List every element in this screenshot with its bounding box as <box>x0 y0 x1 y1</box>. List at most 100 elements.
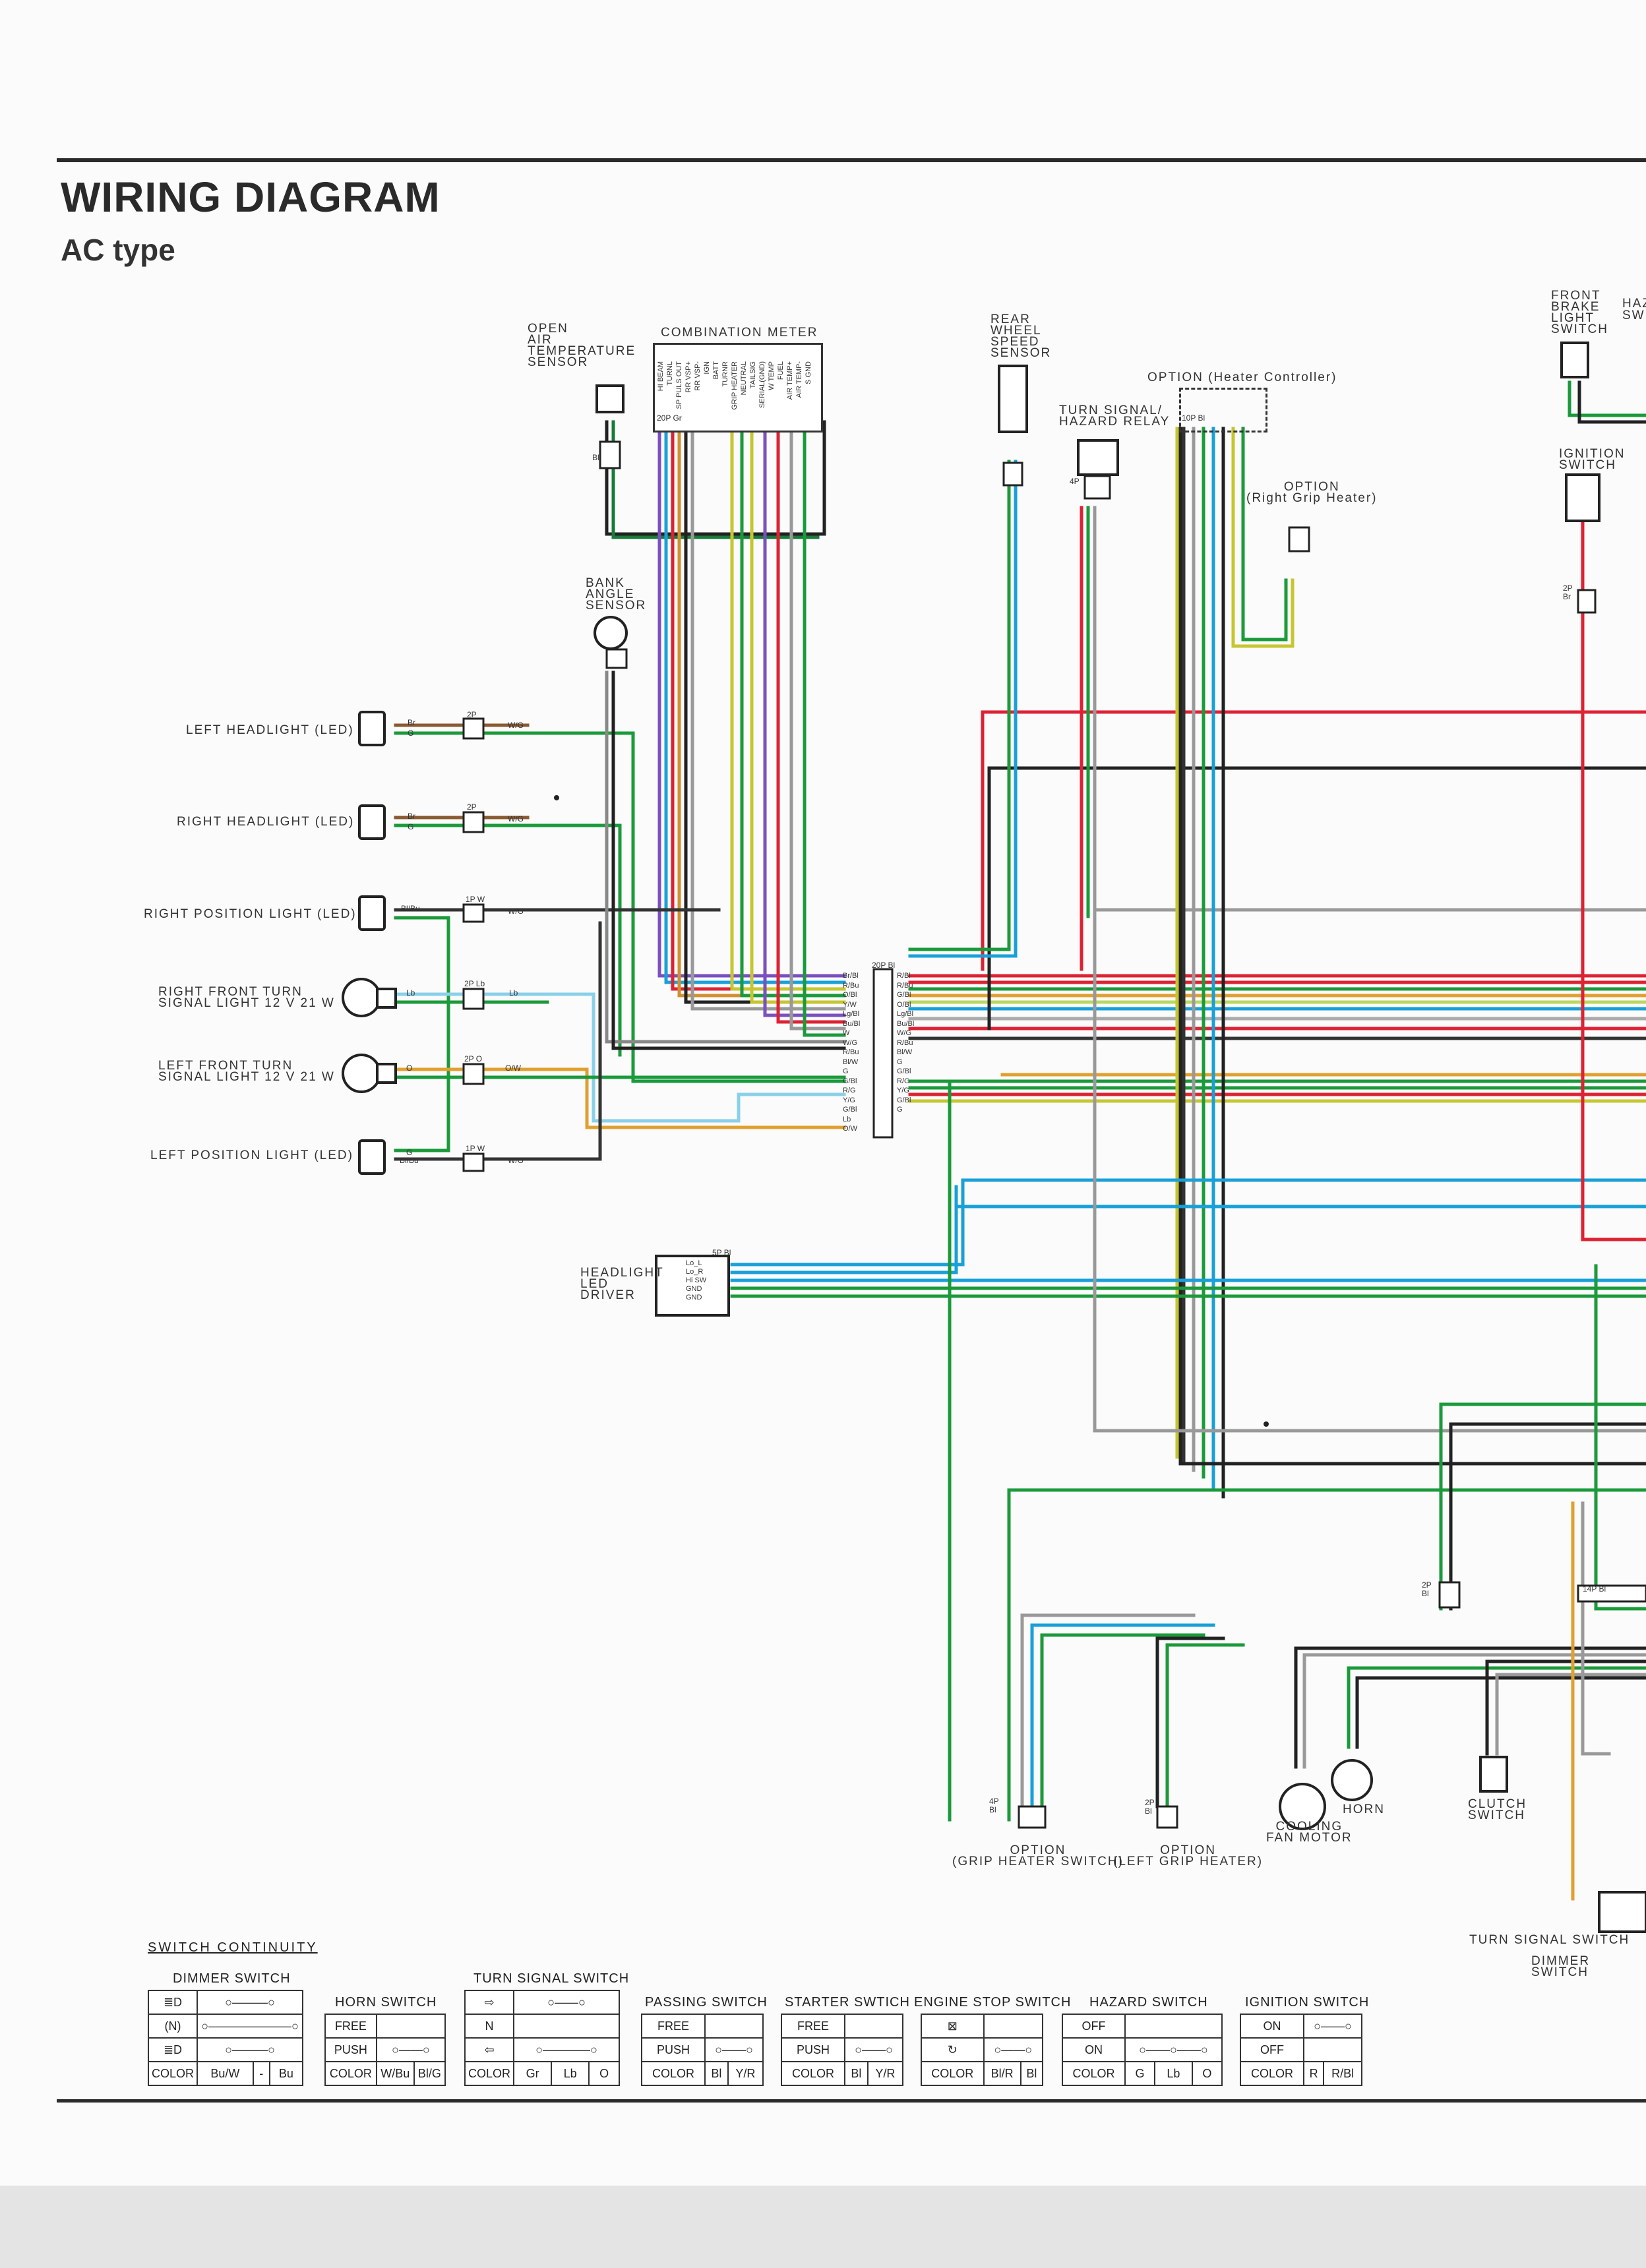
wire-fbls-1 <box>1568 380 1646 417</box>
led-driver-body <box>655 1255 730 1317</box>
right-headlight-symbol <box>358 804 386 840</box>
right-arrow-icon: ⇨ <box>464 1990 515 2015</box>
wire-meter-2 <box>664 427 846 984</box>
wl-2po: 2P O <box>464 1054 483 1063</box>
junction-dot <box>1264 1421 1269 1427</box>
joint-right-pin-8: Bl/W <box>897 1048 913 1056</box>
right-turn-bulb <box>342 978 381 1017</box>
joint-right-pin-6: W/G <box>897 1029 911 1037</box>
joint-right-pin-9: G <box>897 1058 903 1066</box>
open-air-connector-label: Bl <box>592 453 599 462</box>
wire-meter-10 <box>763 427 846 1017</box>
wl-br-2: Br <box>408 812 415 821</box>
wire-meter-1 <box>657 427 846 978</box>
turn-color-3: O <box>588 2061 620 2086</box>
joint-left-pin-16: O/W <box>843 1125 857 1133</box>
heater-controller-label: OPTION (Heater Controller) <box>1147 371 1337 384</box>
wl-wg-4: W/G <box>508 1156 524 1165</box>
wl-ow-1: O/W <box>505 1063 521 1073</box>
wl-br-1: Br <box>408 718 415 727</box>
passing-color-1: Bl <box>704 2061 729 2086</box>
combination-meter-box <box>653 343 823 433</box>
left-front-turn-label: LEFT FRONT TURN SIGNAL LIGHT 12 V 21 W <box>158 1059 335 1084</box>
hazard-color-label: COLOR <box>1062 2061 1126 2086</box>
driver-pin-2: Hi SW <box>686 1276 707 1284</box>
wl-g-2: G <box>408 822 414 831</box>
starter-color-1: Bl <box>844 2061 869 2086</box>
wl-blbu-2: Bl/Bu <box>400 1156 419 1165</box>
joint-left-pin-13: Y/G <box>843 1096 855 1104</box>
top-rule <box>57 158 1646 162</box>
meter-pin-3: RR VSP+ <box>685 361 692 393</box>
driver-pin-1: Lo_R <box>686 1268 704 1276</box>
starter-switch-title: STARTER SWTICH <box>785 1995 910 2010</box>
joint-left-pin-0: Br/Bl <box>843 972 859 980</box>
wire-lgh-1 <box>1155 1636 1225 1808</box>
dimmer-switch-edge-label: DIMMER SWITCH <box>1531 1954 1591 1979</box>
wl-wg-3: W/G <box>508 907 524 916</box>
wire-bank-2 <box>611 671 846 1050</box>
joint-right-pin-5: Bu/Bl <box>897 1019 915 1028</box>
wire-rws-1 <box>908 460 1011 951</box>
joint-right-pin-7: R/Bu <box>897 1038 913 1047</box>
relay-body <box>1077 439 1119 476</box>
horn-row-free: FREE <box>324 2014 377 2039</box>
open-air-sensor-body <box>595 384 625 413</box>
turn-signal-switch-edge-label: TURN SIGNAL SWITCH <box>1469 1933 1630 1947</box>
wire-clutch-1 <box>1485 1659 1646 1756</box>
heater-connector-label: 10P Bl <box>1182 413 1205 423</box>
joint-right-pin-11: R/G <box>897 1077 910 1085</box>
bottom-rule <box>57 2099 1646 2103</box>
joint-right-pin-3: O/Bl <box>897 1000 911 1009</box>
left-headlight-symbol <box>358 711 386 746</box>
joint-left-pin-15: Lb <box>843 1115 851 1123</box>
wl-1pw-2: 1P W <box>466 1144 485 1153</box>
wire-lhl-g <box>394 731 846 1083</box>
meter-connector-label: 20P Gr <box>657 413 682 423</box>
joint-left-pin-9: Bl/W <box>843 1058 859 1066</box>
hazard-row-off: OFF <box>1062 2014 1126 2039</box>
starter-color-label: COLOR <box>780 2061 846 2086</box>
engine-run-icon: ↻ <box>921 2037 985 2062</box>
starter-row-push: PUSH <box>780 2037 846 2062</box>
engine-stop-color-2: Bl <box>1020 2061 1044 2086</box>
page-subtitle: AC type <box>61 233 175 267</box>
dimmer-color-label: COLOR <box>147 2061 198 2086</box>
clutch-body <box>1479 1756 1508 1793</box>
grip-heater-switch-label: OPTION (Grip Heater Switch) <box>952 1843 1124 1868</box>
fbls-body <box>1560 342 1589 378</box>
bank-sensor-body <box>594 616 628 650</box>
hazard-color-2: Lb <box>1154 2061 1193 2086</box>
meter-pin-10: TAILSIG <box>749 361 757 389</box>
headlight-led-driver-label: HEADLIGHT LED DRIVER <box>580 1266 664 1302</box>
wire-fbls-2 <box>1577 380 1646 424</box>
passing-color-label: COLOR <box>640 2061 706 2086</box>
meter-pin-13: FUEL <box>777 361 785 380</box>
dimmer-switch-title: DIMMER SWITCH <box>173 1971 291 1986</box>
hi-beam-icon: ≣D <box>147 1990 198 2015</box>
joint-left-pin-4: Lg/Bl <box>843 1010 860 1018</box>
clutch-switch-label: CLUTCH SWITCH <box>1468 1797 1527 1822</box>
scan-margin <box>0 2186 1646 2268</box>
hazard-row-on: ON <box>1062 2037 1126 2062</box>
meter-pin-16: S GND <box>805 361 812 384</box>
dimmer-color-2: - <box>252 2061 270 2086</box>
horn-row-push: PUSH <box>324 2037 377 2062</box>
wire-meter-12 <box>789 427 846 1030</box>
wire-2p-2 <box>1449 1422 1646 1611</box>
ign-body <box>1565 473 1600 522</box>
turn-color-1: Gr <box>513 2061 553 2086</box>
right-position-symbol <box>358 895 386 931</box>
ignition-color-2: R/Bl <box>1323 2061 1362 2086</box>
horn-color-label: COLOR <box>324 2061 377 2086</box>
edge-haz: HAZ <box>1622 297 1646 311</box>
wire-rpl-g <box>394 916 450 1152</box>
wire-right-green <box>1594 1264 1646 1611</box>
ignition-color-label: COLOR <box>1239 2061 1305 2086</box>
left-arrow-icon: ⇦ <box>464 2037 515 2062</box>
